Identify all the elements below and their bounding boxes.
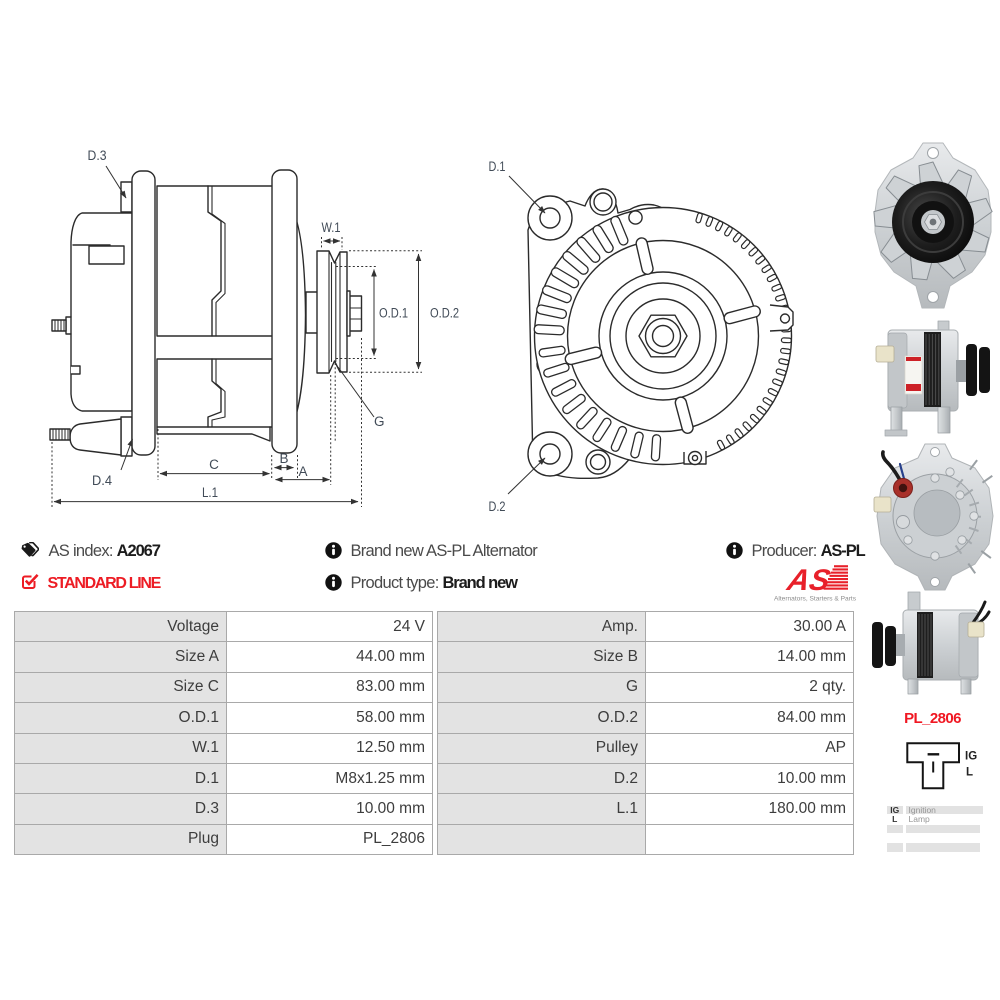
svg-text:L.1: L.1 (202, 485, 218, 500)
svg-text:D.4: D.4 (92, 473, 112, 488)
svg-text:D.3: D.3 (88, 148, 107, 163)
svg-text:D.1: D.1 (489, 159, 506, 174)
svg-text:O.D.1: O.D.1 (379, 306, 408, 321)
svg-text:O.D.2: O.D.2 (430, 306, 459, 321)
svg-text:IG: IG (965, 751, 977, 763)
svg-text:B: B (279, 451, 288, 466)
svg-text:W.1: W.1 (322, 220, 341, 235)
svg-text:G: G (374, 414, 385, 429)
svg-text:Alternators, Starters & Parts: Alternators, Starters & Parts (774, 596, 857, 603)
svg-text:AS: AS (784, 564, 834, 597)
svg-text:L: L (966, 767, 973, 779)
svg-text:C: C (209, 457, 219, 472)
svg-text:D.2: D.2 (489, 499, 506, 514)
svg-text:A: A (298, 464, 307, 479)
